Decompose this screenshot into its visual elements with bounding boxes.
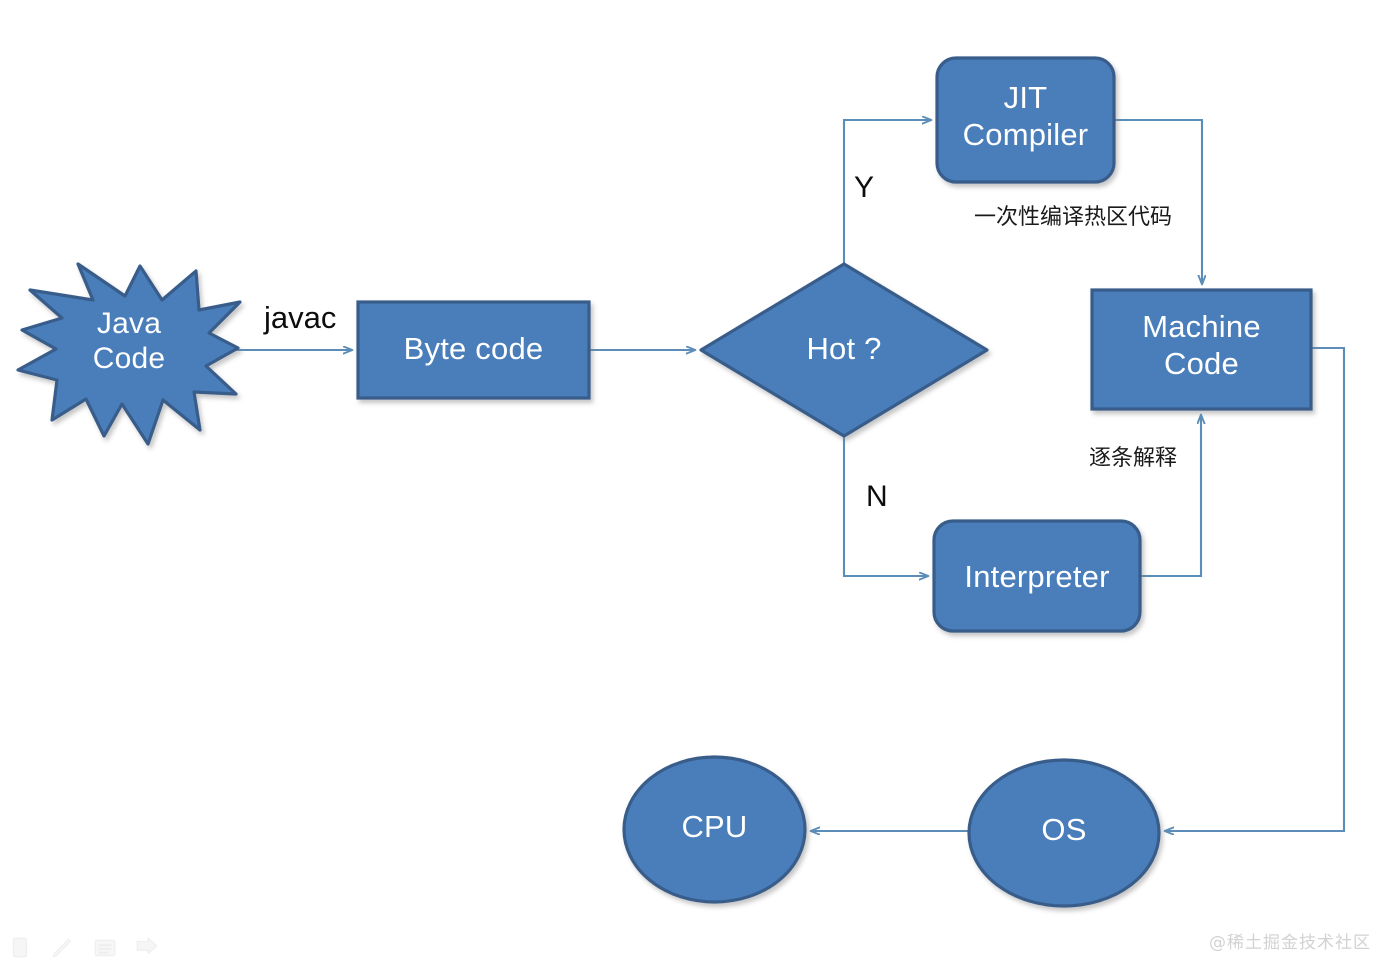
edge-label-interpret-each: 逐条解释: [1089, 446, 1178, 471]
list-icon[interactable]: [92, 935, 118, 961]
node-java-code[interactable]: [16, 262, 242, 446]
edge-machine-code-to-os: [1165, 346, 1346, 831]
edge-label-branch-no: N: [866, 480, 888, 513]
node-os[interactable]: [967, 758, 1161, 908]
edge-label-javac: javac: [264, 300, 337, 335]
node-hot[interactable]: [699, 262, 989, 438]
node-byte-code[interactable]: [356, 300, 591, 400]
node-jit-compiler[interactable]: [935, 56, 1116, 184]
edge-hot-to-interpreter: [842, 436, 928, 576]
share-arrow-icon[interactable]: [134, 935, 160, 961]
node-machine-code[interactable]: [1090, 288, 1313, 411]
edge-interpreter-to-machine-code: [1140, 415, 1201, 578]
node-cpu[interactable]: [622, 755, 807, 904]
watermark: @稀土掘金技术社区: [1209, 933, 1371, 953]
edge-hot-to-jit-compiler: [842, 120, 931, 264]
copy-icon[interactable]: [8, 935, 34, 961]
pencil-icon[interactable]: [50, 935, 76, 961]
edge-jit-compiler-to-machine-code: [1114, 118, 1202, 284]
edge-label-compile-hotspot: 一次性编译热区代码: [974, 205, 1173, 230]
node-interpreter[interactable]: [932, 519, 1142, 633]
bottom-toolbar: [8, 935, 160, 961]
edge-label-branch-yes: Y: [854, 171, 875, 204]
